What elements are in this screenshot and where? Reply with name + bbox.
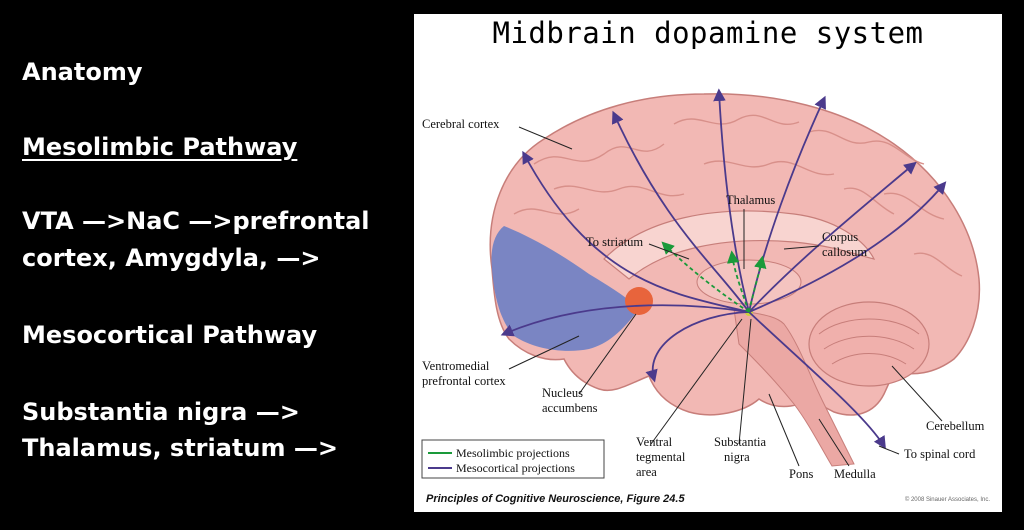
label-medulla: Medulla (834, 467, 876, 481)
legend-mesolimbic-label: Mesolimbic projections (456, 446, 570, 460)
label-cerebellum: Cerebellum (926, 419, 985, 433)
copyright-notice: © 2008 Sinauer Associates, Inc. (904, 497, 990, 503)
brain-diagram: Cerebral cortex Thalamus To striatum Cor… (421, 88, 985, 481)
label-area: area (636, 465, 657, 479)
label-ventral: Ventral (636, 435, 673, 449)
leader-lines (508, 126, 943, 467)
label-pons: Pons (789, 467, 813, 481)
legend-mesocortical-label: Mesocortical projections (456, 461, 575, 475)
cerebellum-folds (818, 318, 920, 365)
label-to-spinal-cord: To spinal cord (904, 447, 976, 461)
figure-caption: Principles of Cognitive Neuroscience, Fi… (426, 493, 685, 505)
substantia-line-2: Thalamus, striatum —> (22, 434, 338, 462)
label-nucleus: Nucleus (542, 386, 583, 400)
label-prefrontal-cortex: prefrontal cortex (422, 374, 506, 388)
thalamus-shape (696, 259, 802, 305)
mesocortical-projections (500, 88, 947, 450)
label-thalamus: Thalamus (726, 193, 775, 207)
substantia-line-1: Substantia nigra —> (22, 398, 300, 426)
label-nigra: nigra (724, 450, 750, 464)
label-substantia: Substantia (714, 435, 767, 449)
mesolimbic-heading: Mesolimbic Pathway (22, 133, 298, 161)
corpus-callosum-shape (603, 210, 876, 280)
cerebellum-shape (808, 301, 930, 387)
label-to-striatum: To striatum (586, 235, 643, 249)
label-corpus: Corpus (822, 230, 858, 244)
label-ventromedial: Ventromedial (422, 359, 490, 373)
anatomy-heading: Anatomy (22, 58, 143, 86)
vta-pathway-line-2: cortex, Amygdyla, —> (22, 244, 321, 272)
gyri-folds (513, 114, 963, 277)
label-cerebral-cortex: Cerebral cortex (422, 117, 500, 131)
prefrontal-region (491, 226, 639, 351)
mesolimbic-projections (661, 241, 767, 313)
legend: Mesolimbic projections Mesocortical proj… (421, 439, 605, 479)
label-callosum: callosum (822, 245, 867, 259)
nucleus-accumbens-shape (625, 287, 653, 315)
label-accumbens: accumbens (542, 401, 598, 415)
label-tegmental: tegmental (636, 450, 686, 464)
figure-panel: Midbrain dopamine system (414, 14, 1002, 512)
mesocortical-heading: Mesocortical Pathway (22, 321, 318, 349)
vta-pathway-line-1: VTA —>NaC —>prefrontal (22, 207, 370, 235)
figure-title: Midbrain dopamine system (492, 16, 924, 50)
